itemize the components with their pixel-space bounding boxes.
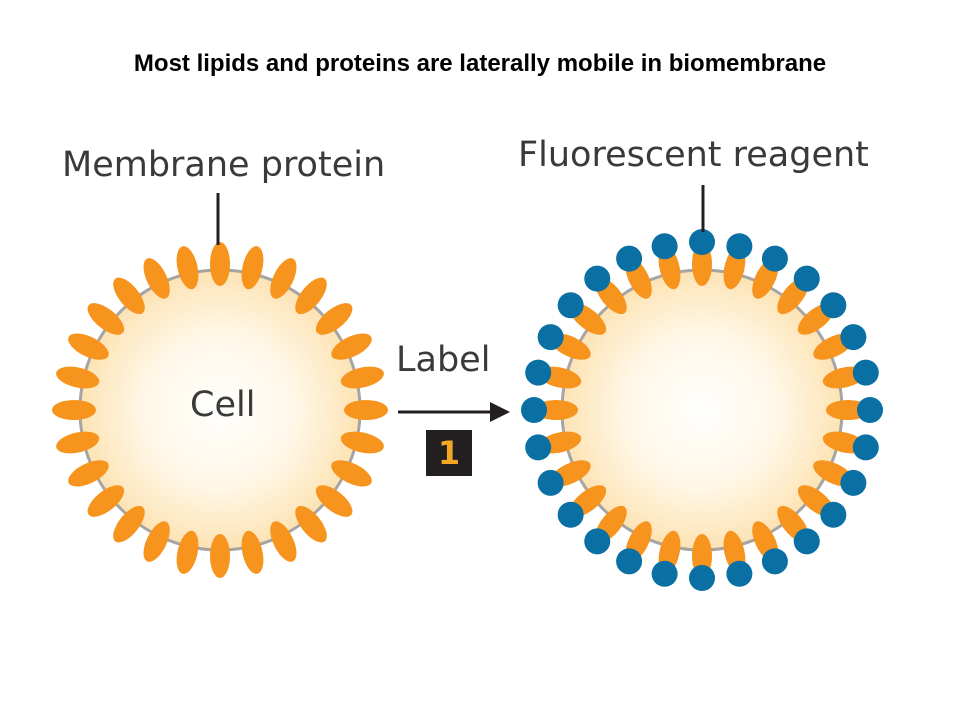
fluorescent-reagent-dot <box>820 501 847 528</box>
slide-title: Most lipids and proteins are laterally m… <box>133 50 827 77</box>
membrane-protein <box>241 530 264 574</box>
fluorescent-reagent-dot <box>793 528 820 555</box>
fluorescent-reagent-dot <box>689 565 715 591</box>
fluorescent-reagent-dot <box>840 324 867 351</box>
membrane-protein <box>56 366 100 389</box>
membrane-proteins <box>52 242 388 578</box>
fluorescent-reagent-dot <box>557 501 584 528</box>
membrane-protein <box>241 246 264 290</box>
fluorescent-reagent-label: Fluorescent reagent <box>518 135 869 175</box>
membrane-protein <box>344 400 388 420</box>
membrane-protein <box>340 431 384 454</box>
fluorescent-reagent-dot <box>557 292 584 319</box>
membrane-protein <box>331 460 372 487</box>
labeled-membrane-proteins <box>521 229 883 591</box>
fluorescent-reagent-dot <box>852 359 879 386</box>
fluorescent-reagent-dot <box>852 434 879 461</box>
cell-label: Cell <box>190 385 256 425</box>
fluorescent-reagent-dot <box>793 265 820 292</box>
membrane-protein <box>315 303 353 335</box>
fluorescent-reagent-dot <box>616 245 643 272</box>
fluorescent-reagent-dot <box>525 434 552 461</box>
membrane-protein <box>143 258 170 299</box>
membrane-protein <box>340 366 384 389</box>
membrane-protein <box>295 277 327 315</box>
fluorescent-reagent-dot <box>584 265 611 292</box>
cell-body <box>560 268 844 552</box>
fluorescent-reagent-dot <box>857 397 883 423</box>
fluorescent-reagent-dot <box>761 245 788 272</box>
unlabeled-cell <box>52 242 388 578</box>
membrane-protein <box>270 521 297 562</box>
fluorescent-reagent-dot <box>726 560 753 587</box>
membrane-protein <box>68 333 109 360</box>
fluorescent-reagent-dot <box>651 560 678 587</box>
fluorescent-reagent-dot <box>537 469 564 496</box>
membrane-protein <box>113 505 145 543</box>
fluorescent-reagent-dot <box>525 359 552 386</box>
fluorescent-reagent-dot <box>840 469 867 496</box>
membrane-protein <box>295 505 327 543</box>
membrane-protein <box>331 333 372 360</box>
fluorescent-reagent-dot <box>651 233 678 260</box>
fluorescent-reagent-dot <box>584 528 611 555</box>
membrane-protein <box>87 303 125 335</box>
label-step-arrow <box>398 402 510 422</box>
membrane-protein <box>143 521 170 562</box>
fluorescent-reagent-dot <box>616 548 643 575</box>
membrane-protein <box>176 246 199 290</box>
membrane-protein <box>210 534 230 578</box>
step-number-badge: 1 <box>426 430 472 476</box>
fluorescent-reagent-dot <box>820 292 847 319</box>
fluorescent-reagent-dot <box>537 324 564 351</box>
membrane-protein <box>176 530 199 574</box>
fluorescent-reagent-dot <box>726 233 753 260</box>
membrane-protein <box>270 258 297 299</box>
fluorescent-reagent-dot <box>761 548 788 575</box>
fluorescent-reagent-dot <box>689 229 715 255</box>
membrane-protein <box>87 485 125 517</box>
membrane-protein <box>113 277 145 315</box>
step-label: Label <box>396 340 491 380</box>
membrane-protein <box>315 485 353 517</box>
membrane-protein <box>68 460 109 487</box>
membrane-protein <box>56 431 100 454</box>
membrane-protein <box>210 242 230 286</box>
membrane-protein <box>52 400 96 420</box>
membrane-protein-label: Membrane protein <box>62 145 386 185</box>
labeled-cell <box>521 229 883 591</box>
fluorescent-reagent-dot <box>521 397 547 423</box>
